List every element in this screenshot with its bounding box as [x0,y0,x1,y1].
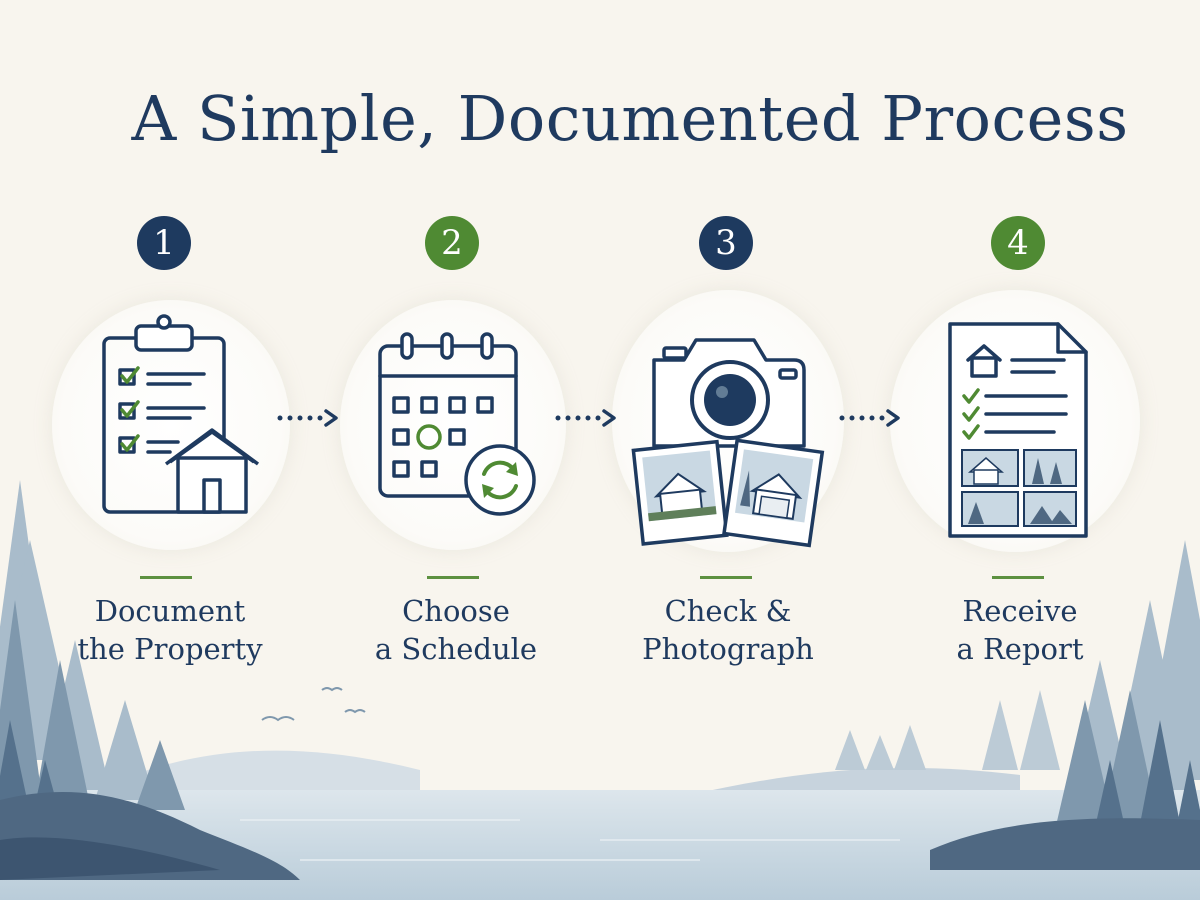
step-4-number-badge: 4 [991,216,1045,270]
step-1-number-badge: 1 [137,216,191,270]
page-title: A Simple, Documented Process [131,82,1129,155]
step-2-label-line-2: a Schedule [374,632,538,666]
step-2-divider [427,576,479,579]
step-1-divider [140,576,192,579]
step-3-label-line-2: Photograph [642,632,814,666]
connector-arrow-3-4 [839,409,900,427]
clipboard-house-icon [102,314,260,514]
step-4-label-line-2: a Report [956,632,1084,666]
step-2-label: Choose a Schedule [336,592,576,668]
step-3-label: Check & Photograph [608,592,848,668]
step-3-label-line-1: Check & [664,594,792,628]
step-1-label-line-2: the Property [77,632,263,666]
step-2-label-line-1: Choose [402,594,510,628]
step-3-divider [700,576,752,579]
report-document-icon [948,322,1088,538]
step-4-label: Receive a Report [900,592,1140,668]
connector-arrow-1-2 [277,409,338,427]
connector-arrow-2-3 [555,409,616,427]
step-4-divider [992,576,1044,579]
calendar-refresh-icon [378,332,536,516]
step-4-label-line-1: Receive [962,594,1078,628]
step-3-number-badge: 3 [699,216,753,270]
step-2-number-badge: 2 [425,216,479,270]
step-1-label-line-1: Document [94,594,246,628]
camera-photos-icon [631,338,825,548]
step-1-label: Document the Property [50,592,290,668]
